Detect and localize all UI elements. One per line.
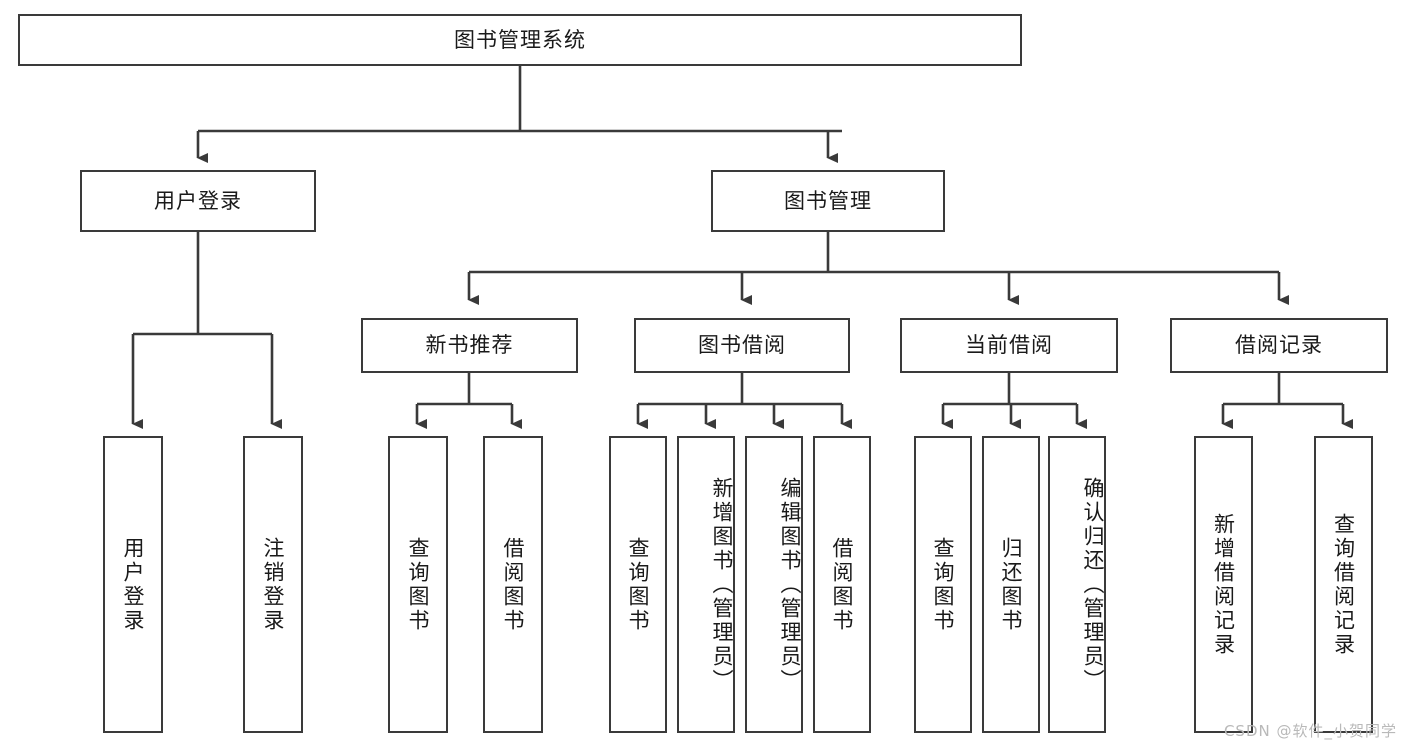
node-leaf-user-login[interactable]: 用户登录 [103,436,163,733]
node-leaf-borrow-book-recommend-label: 借阅图书 [501,536,526,633]
node-leaf-query-book-current-label: 查询图书 [931,536,956,633]
node-root[interactable]: 图书管理系统 [18,14,1022,66]
node-book-management-label: 图书管理 [784,188,872,213]
node-leaf-borrow-book-label: 借阅图书 [830,536,855,633]
node-leaf-add-book[interactable]: 新增图书（管理员） [677,436,735,733]
node-leaf-query-borrow-record[interactable]: 查询借阅记录 [1314,436,1373,733]
node-leaf-confirm-return[interactable]: 确认归还（管理员） [1048,436,1106,733]
node-leaf-logout-label: 注销登录 [261,536,286,633]
node-book-borrow-label: 图书借阅 [698,333,786,358]
node-borrow-record[interactable]: 借阅记录 [1170,318,1388,373]
node-current-borrow-label: 当前借阅 [965,333,1053,358]
node-root-label: 图书管理系统 [454,27,586,52]
node-leaf-query-book-current[interactable]: 查询图书 [914,436,972,733]
node-leaf-logout[interactable]: 注销登录 [243,436,303,733]
node-leaf-add-book-label: 新增图书（管理员） [710,476,734,693]
node-leaf-confirm-return-label: 确认归还（管理员） [1081,476,1105,693]
node-leaf-borrow-book-recommend[interactable]: 借阅图书 [483,436,543,733]
node-leaf-query-borrow-record-label: 查询借阅记录 [1331,512,1356,657]
node-new-book-recommend-label: 新书推荐 [425,333,514,358]
node-book-management[interactable]: 图书管理 [711,170,945,232]
node-leaf-query-book-borrow-label: 查询图书 [626,536,651,633]
node-leaf-add-borrow-record-label: 新增借阅记录 [1211,512,1236,657]
node-leaf-edit-book-label: 编辑图书（管理员） [778,476,802,693]
node-leaf-query-book-recommend-label: 查询图书 [406,536,431,633]
node-book-borrow[interactable]: 图书借阅 [634,318,850,373]
node-leaf-user-login-label: 用户登录 [121,536,146,633]
node-user-login[interactable]: 用户登录 [80,170,316,232]
node-leaf-borrow-book[interactable]: 借阅图书 [813,436,871,733]
node-new-book-recommend[interactable]: 新书推荐 [361,318,578,373]
node-leaf-query-book-borrow[interactable]: 查询图书 [609,436,667,733]
node-leaf-return-book[interactable]: 归还图书 [982,436,1040,733]
node-current-borrow[interactable]: 当前借阅 [900,318,1118,373]
csdn-watermark: CSDN @软件_小贺同学 [1223,722,1397,740]
node-leaf-edit-book[interactable]: 编辑图书（管理员） [745,436,803,733]
node-borrow-record-label: 借阅记录 [1235,333,1323,358]
node-user-login-label: 用户登录 [154,188,242,213]
node-leaf-add-borrow-record[interactable]: 新增借阅记录 [1194,436,1253,733]
node-leaf-query-book-recommend[interactable]: 查询图书 [388,436,448,733]
node-leaf-return-book-label: 归还图书 [999,536,1024,633]
